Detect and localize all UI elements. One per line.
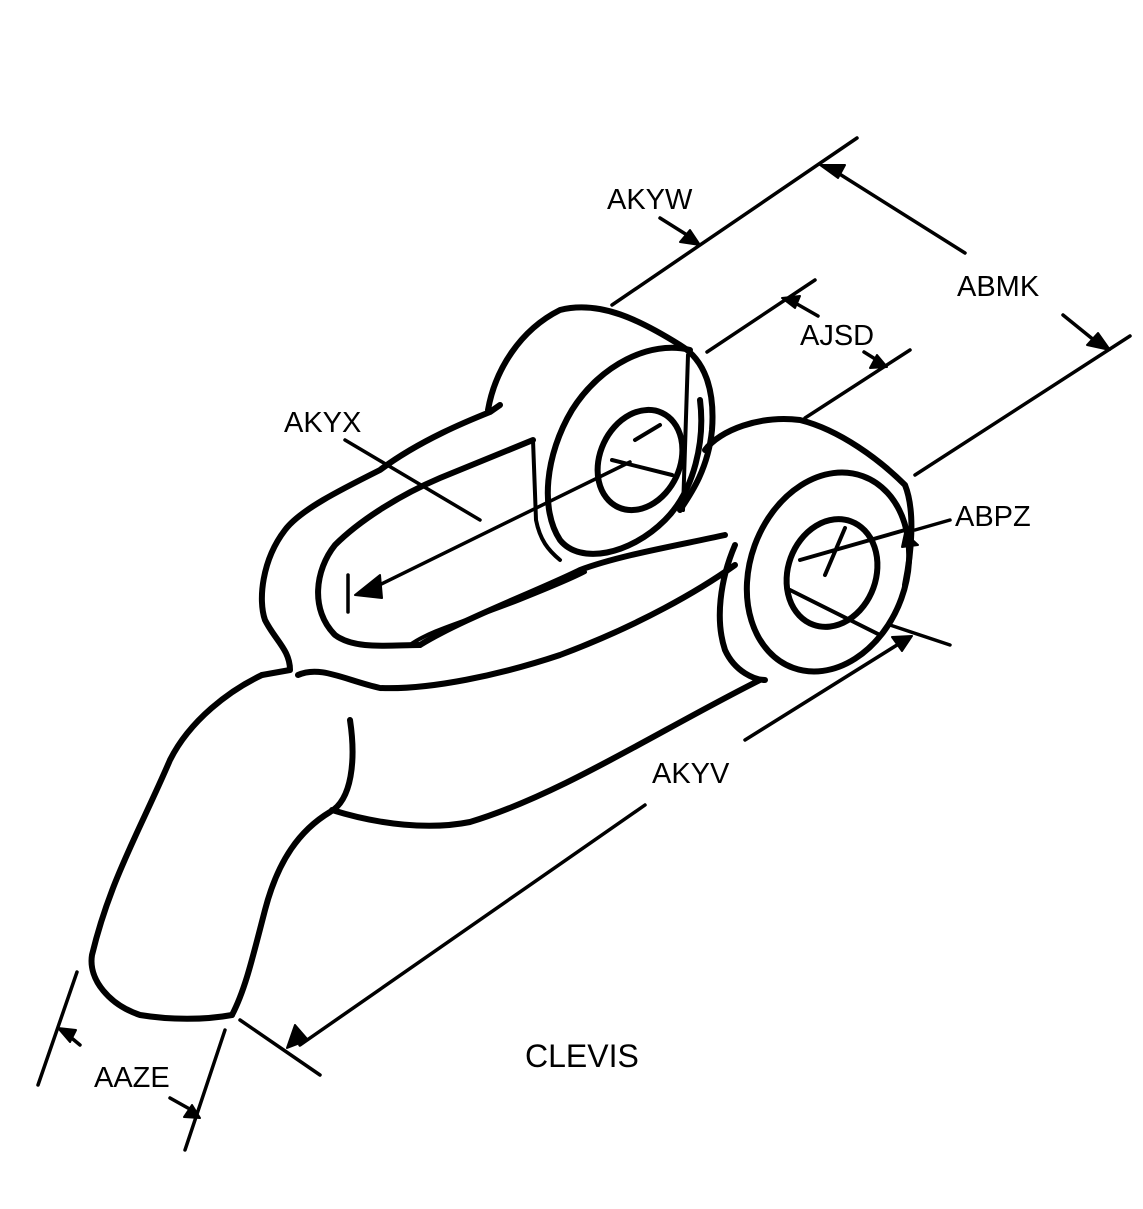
akyx-dimension-line [363,460,632,594]
ajsd-arrow-upper [781,295,801,309]
upper-eye-face [544,344,705,557]
akyv-arrow-upper [891,635,913,652]
ajsd-arrow-lower [869,354,888,369]
dimension-lines [36,136,1132,1152]
lower-eye-outer-rim [716,542,768,683]
akyx-arrow [354,574,383,599]
abpz-leader [913,518,952,532]
abmk-leader-upper [828,166,967,255]
upper-hole-cross [610,423,674,477]
lower-eye-hole [783,516,881,630]
akyw-extension-line [610,136,859,307]
label-aaze: AAZE [94,1062,170,1094]
upper-arm-outer-edge [258,402,503,678]
aaze-extension-line-right [183,1028,227,1152]
label-abpz: ABPZ [955,501,1031,533]
abmk-arrow-lower [1086,332,1111,351]
akyx-leader [343,438,482,522]
akyv-extension-line [238,1018,322,1077]
body-bottom-edge [329,677,763,829]
akyv-arrow-lower [286,1024,309,1049]
abmk-extension-line-lower [913,334,1132,477]
slot-notch [531,438,562,562]
abpz-extension-line [888,623,952,647]
aaze-arrow-right [183,1104,201,1119]
slot-lower-edge [408,570,587,647]
abpz-arrow [901,532,919,548]
lower-eye-face [743,469,913,675]
lower-eye-top [702,416,915,588]
upper-eye-outer [485,304,716,513]
label-akyw: AKYW [607,184,693,216]
ajsd-extension-line-upper [705,278,817,354]
slot-floor-edge [295,562,738,692]
abmk-arrow-upper [819,164,846,179]
upper-eye-centerline [681,353,690,512]
label-akyx: AKYX [284,407,361,439]
upper-eye-hole [594,406,686,514]
slot-inner-top [315,437,536,649]
clevis-body [88,304,915,1022]
label-ajsd: AJSD [800,320,874,352]
akyv-dimension-line-upper [743,638,907,742]
shank-left-edge [88,672,265,1022]
diagram-title: CLEVIS [525,1038,639,1074]
lower-hole-cross [788,526,907,637]
akyw-arrow [679,229,701,246]
akyv-dimension-line-lower [298,803,647,1047]
dimension-labels: AKYW ABMK AJSD AKYX ABPZ AKYV AAZE CLEVI… [94,184,1040,1094]
ajsd-extension-line-lower [803,348,912,420]
aaze-arrow-left [57,1027,77,1043]
shank-right-edge [229,717,356,1018]
label-abmk: ABMK [957,271,1040,303]
label-akyv: AKYV [652,758,730,790]
